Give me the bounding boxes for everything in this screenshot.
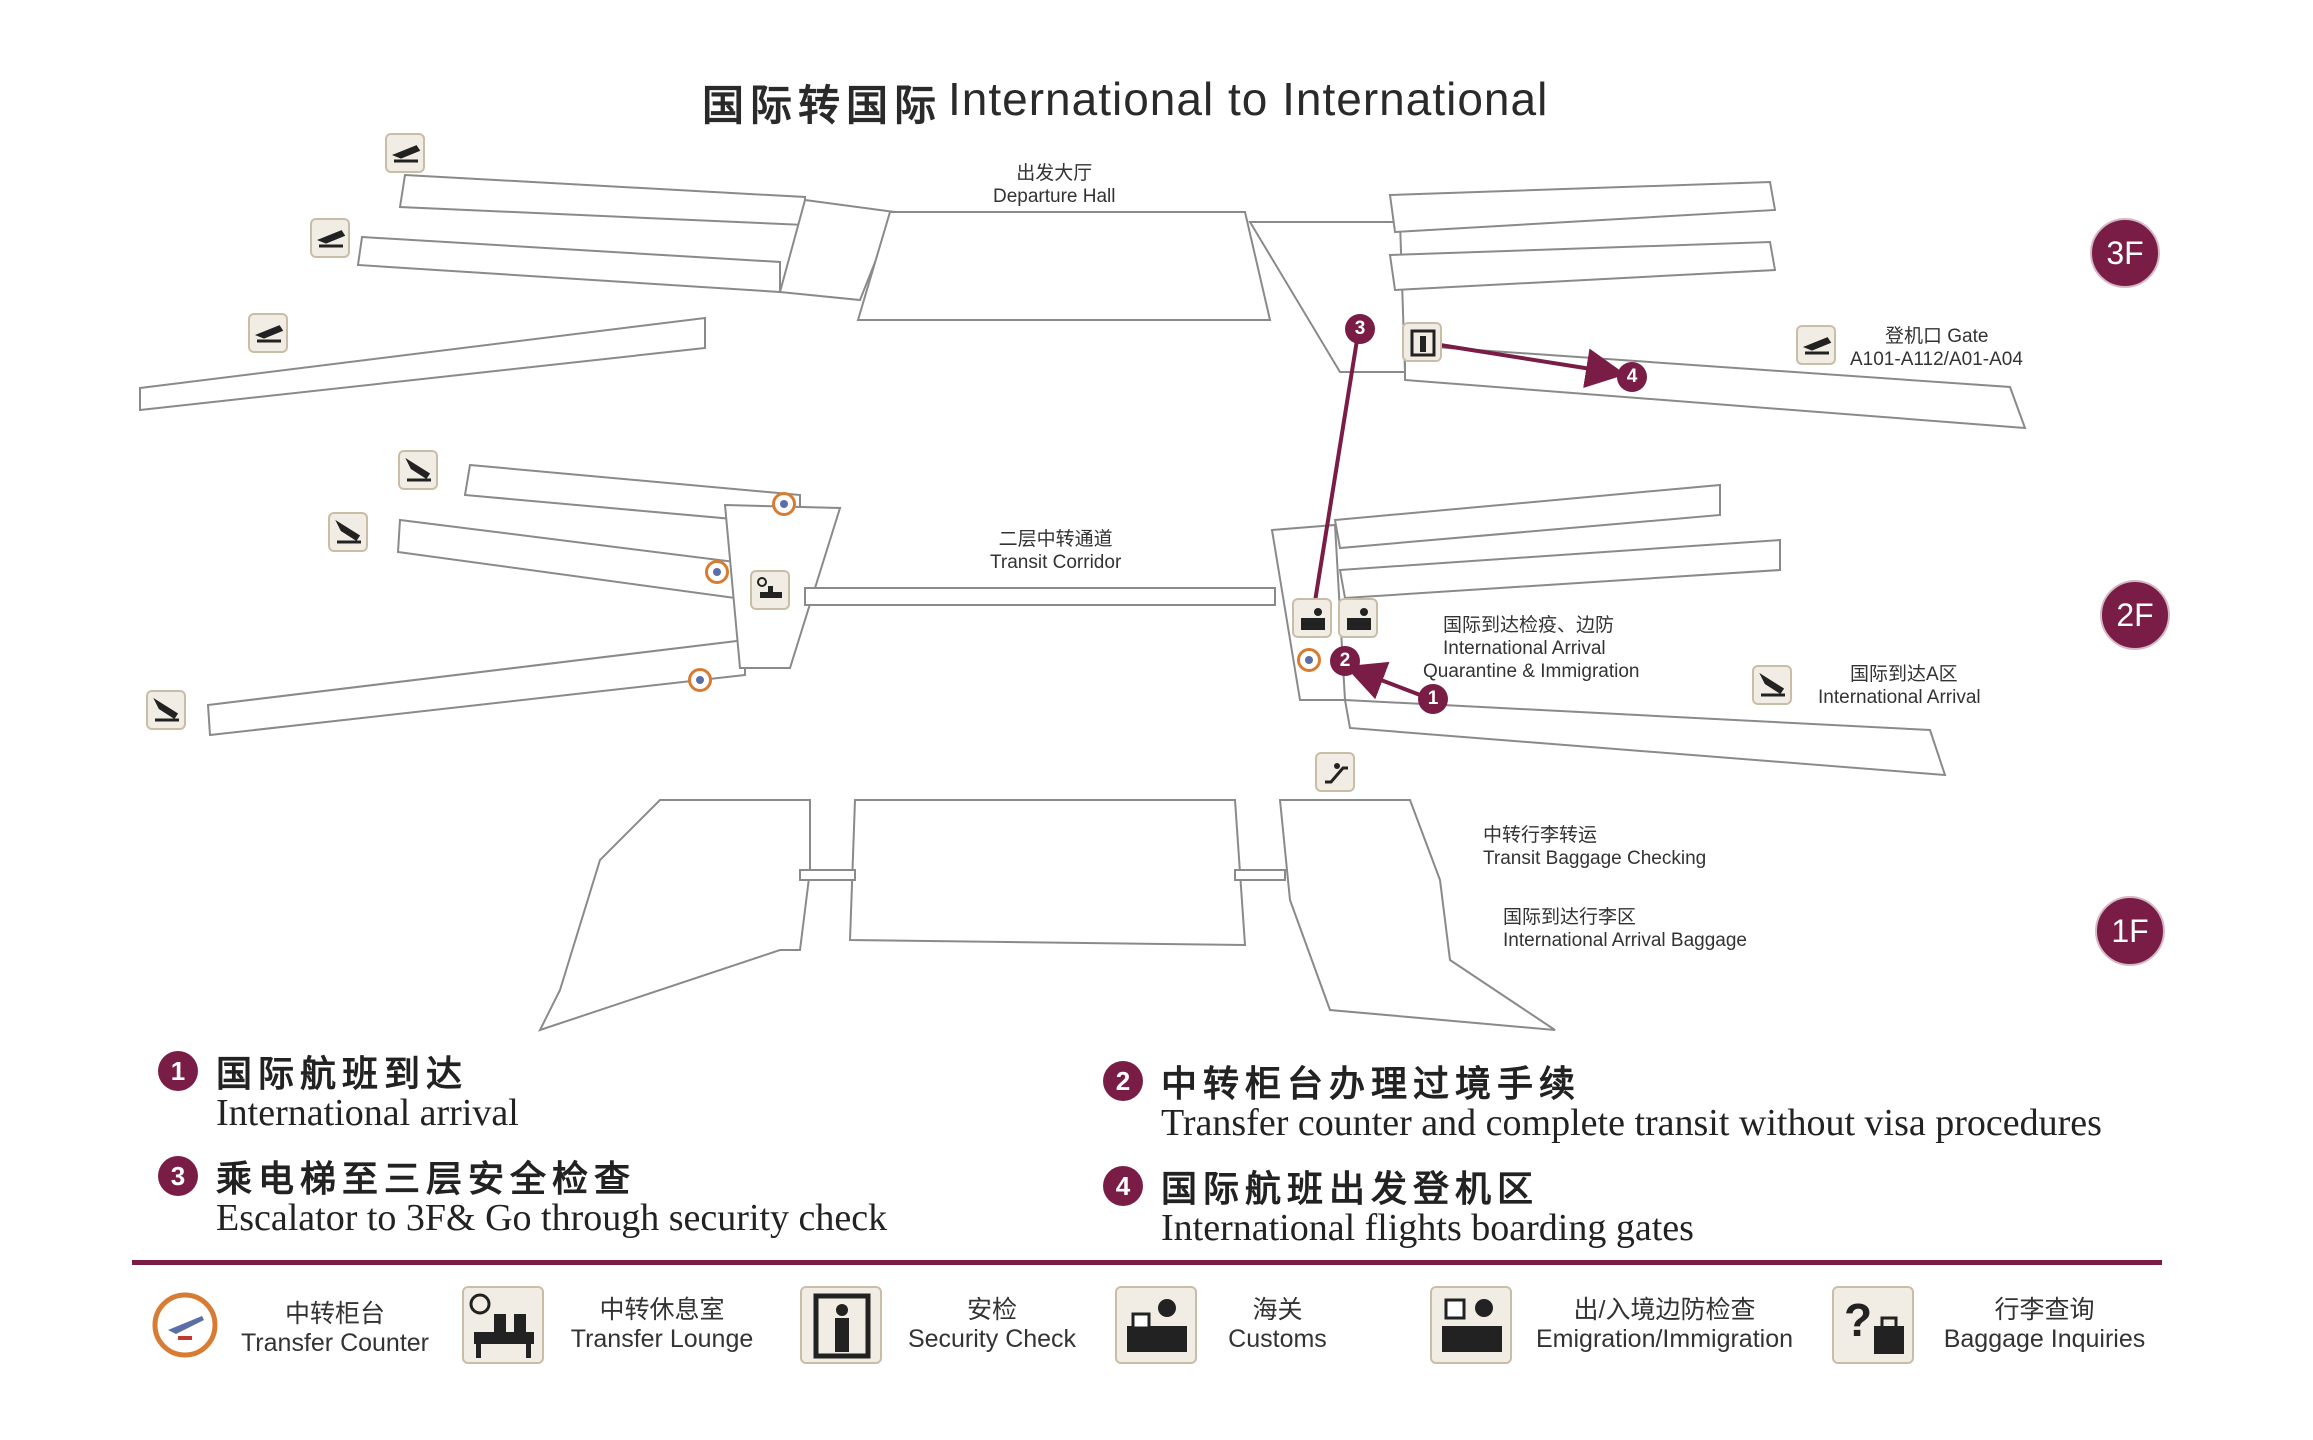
step-number: 4 [1103,1166,1143,1206]
label-departure-hall: 出发大厅 Departure Hall [993,163,1116,207]
departure-plane-icon [1796,325,1836,365]
baggage-inquiry-icon: ? [1832,1286,1914,1364]
route-marker-1: 1 [1418,684,1448,714]
departure-hall-3f [856,211,1272,321]
floor-1f-plan [538,799,1556,1032]
step-number: 3 [158,1156,198,1196]
transfer-counter-icon [705,560,729,584]
arrival-plane-icon [328,512,368,552]
legend-immigration: 出/入境边防检查 Emigration/Immigration [1430,1286,1810,1366]
transfer-counter-icon [1297,648,1321,672]
legend-label-en: Security Check [907,1325,1077,1353]
pier-2f-left-2 [396,518,736,600]
page-title-en: International to International [948,73,1549,125]
legend-label-en: Customs [1228,1325,1327,1353]
floor-badge-3f: 3F [2090,218,2160,288]
label-intl-arrival-a: 国际到达A区 International Arrival [1818,664,1981,708]
zone-1f-left [538,799,811,1032]
step-title-cn: 中转柜台办理过境手续 [1161,1063,1582,1104]
departure-plane-icon [385,133,425,173]
lounge-icon [750,570,790,610]
hall-3f-right [1248,221,1407,373]
route-2-to-3 [1310,339,1359,621]
page-title-cn: 国际转国际 [702,82,943,129]
legend-transfer-lounge: 中转休息室 Transfer Lounge [462,1286,772,1366]
step-title-cn: 国际航班出发登机区 [1161,1168,1540,1209]
customs-icon [1338,598,1378,638]
step-title-cn: 乘电梯至三层安全检查 [216,1158,637,1199]
legend-label-cn: 安检 [966,1296,1017,1324]
legend-label-cn: 中转休息室 [599,1296,725,1324]
step-title-en: Escalator to 3F& Go through security che… [216,1197,888,1239]
floor-badge-1f: 1F [2095,896,2165,966]
legend-transfer-counter: 中转柜台 Transfer Counter [150,1290,450,1370]
immigration-icon [1292,598,1332,638]
route-marker-3: 3 [1345,314,1375,344]
step-title-cn: 国际航班到达 [216,1053,469,1094]
hall-3f-connector [778,198,897,302]
label-transit-corridor: 二层中转通道 Transit Corridor [990,529,1122,573]
transfer-counter-icon [152,1292,218,1358]
departure-plane-icon [310,218,350,258]
route-marker-2: 2 [1330,646,1360,676]
floor-badge-2f: 2F [2100,580,2170,650]
route-lines [1310,339,1626,700]
pier-2f-left-3 [206,638,746,737]
immigration-icon [1430,1286,1512,1364]
step-title-en: Transfer counter and complete transit wi… [1161,1102,2102,1144]
legend-security-check: 安检 Security Check [800,1286,1100,1366]
pier-3f-left-3 [139,316,706,412]
legend-label-cn: 中转柜台 [284,1300,385,1328]
label-gate: 登机口 Gate A101-A112/A01-A04 [1850,326,2023,370]
arrival-plane-icon [398,450,438,490]
zone-1f-right [1278,799,1556,1031]
pier-3f-left-2 [356,235,781,294]
legend-label-cn: 出/入境边防检查 [1573,1296,1756,1324]
arrival-plane-icon [146,690,186,730]
route-3-to-4 [1439,343,1626,388]
security-check-icon [800,1286,882,1364]
step-number: 1 [158,1051,198,1091]
pier-3f-left-1 [398,173,806,227]
link-1f-right [1234,869,1286,881]
svg-text:?: ? [1844,1294,1872,1346]
transit-corridor-2f [804,587,1276,606]
link-1f-left [799,869,856,881]
route-1-to-2 [1345,661,1429,700]
floor-2f-plan [206,463,1947,777]
customs-icon [1115,1286,1197,1364]
legend-label-en: Emigration/Immigration [1535,1325,1794,1353]
hall-1f-center [848,799,1247,947]
route-marker-4: 4 [1617,362,1647,392]
pier-2f-right-3 [1343,698,1947,777]
legend-label-en: Transfer Counter [240,1329,430,1357]
arrival-plane-icon [1752,665,1792,705]
step-title-en: International flights boarding gates [1161,1207,1694,1249]
floor-3f-plan [139,173,2027,430]
legend-label-en: Transfer Lounge [570,1325,754,1353]
legend-baggage-inquiries: ? 行李查询 Baggage Inquiries [1832,1286,2172,1366]
legend-divider [132,1260,2162,1265]
label-intl-arrival-quarantine: 国际到达检疫、边防 International Arrival Quaranti… [1423,615,1640,682]
pier-2f-right-2 [1338,538,1781,600]
security-check-icon [1402,322,1442,362]
transfer-counter-icon [688,668,712,692]
legend-label-cn: 海关 [1252,1296,1303,1324]
step-title-en: International arrival [216,1092,519,1134]
legend-label-en: Baggage Inquiries [1943,1325,2146,1353]
pier-2f-right-1 [1333,483,1721,550]
departure-plane-icon [248,313,288,353]
label-transit-baggage: 中转行李转运 Transit Baggage Checking [1483,825,1707,869]
lounge-icon [462,1286,544,1364]
label-arrival-baggage: 国际到达行李区 International Arrival Baggage [1503,907,1747,951]
legend-customs: 海关 Customs [1115,1286,1355,1366]
pier-3f-right-1 [1388,180,1777,234]
step-number: 2 [1103,1061,1143,1101]
escalator-icon [1315,752,1355,792]
legend-label-cn: 行李查询 [1994,1296,2095,1324]
pier-3f-right-2 [1388,240,1777,292]
transfer-counter-icon [772,492,796,516]
